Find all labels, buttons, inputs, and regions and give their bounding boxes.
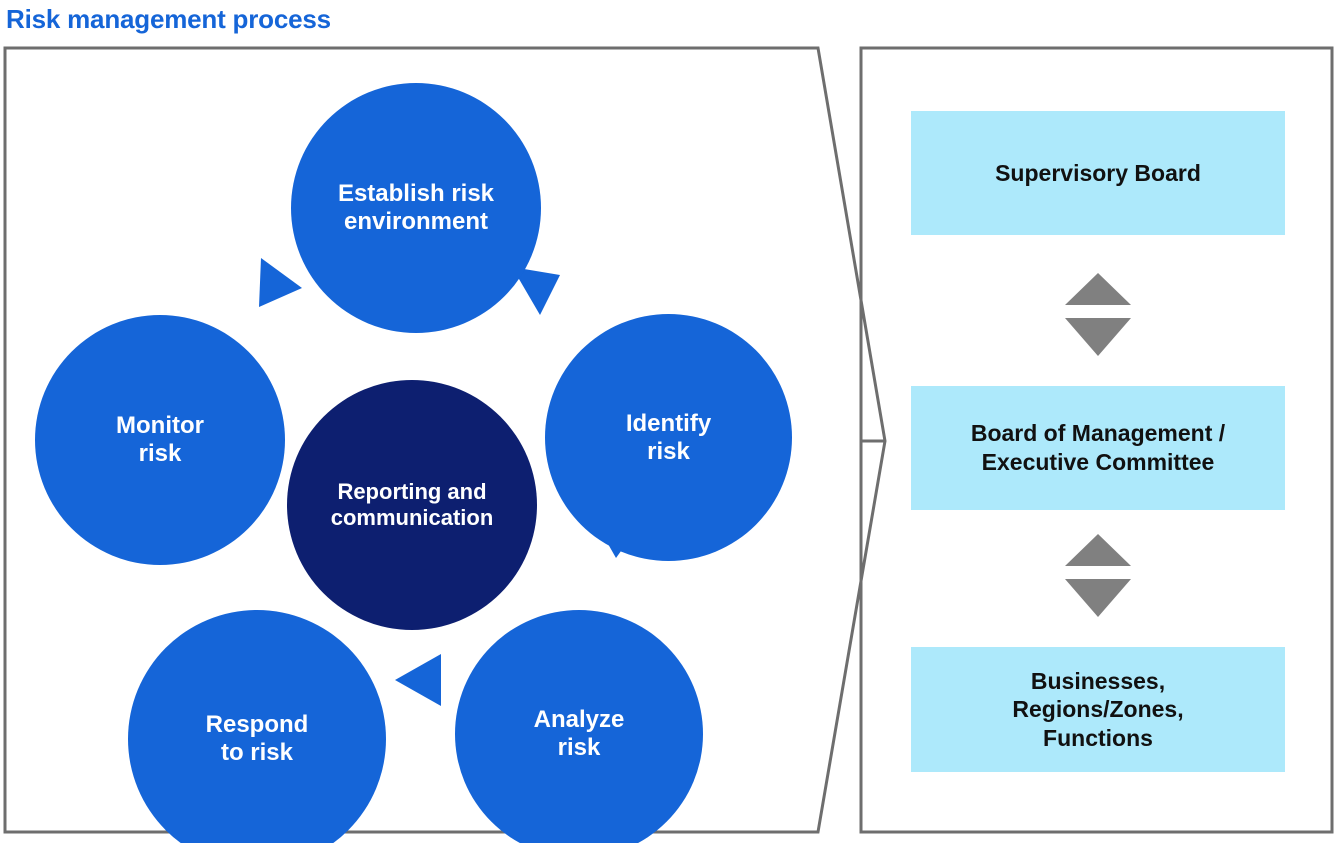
triangle-down-icon [1065, 579, 1131, 617]
triangle-up-icon [1065, 534, 1131, 566]
governance-box-label: Businesses,Regions/Zones,Functions [1012, 667, 1184, 751]
governance-box-supervisory-board[interactable]: Supervisory Board [911, 111, 1285, 235]
triangle-down-icon [1065, 318, 1131, 356]
arrow-analyze-to-respond [395, 654, 441, 706]
governance-box-board-of-management[interactable]: Board of Management /Executive Committee [911, 386, 1285, 510]
right-panel-frame [859, 46, 1334, 834]
governance-box-businesses-regions-functions[interactable]: Businesses,Regions/Zones,Functions [911, 647, 1285, 772]
left-panel-frame [3, 46, 887, 834]
governance-connector-1 [1065, 273, 1131, 361]
governance-panel: Supervisory Board Board of Management /E… [859, 47, 1333, 833]
arrow-monitor-to-establish [259, 258, 302, 307]
governance-connector-2 [1065, 534, 1131, 622]
page-title: Risk management process [6, 4, 331, 34]
governance-box-label: Board of Management /Executive Committee [970, 420, 1226, 475]
governance-box-label: Supervisory Board [995, 159, 1201, 186]
triangle-up-icon [1065, 273, 1131, 305]
